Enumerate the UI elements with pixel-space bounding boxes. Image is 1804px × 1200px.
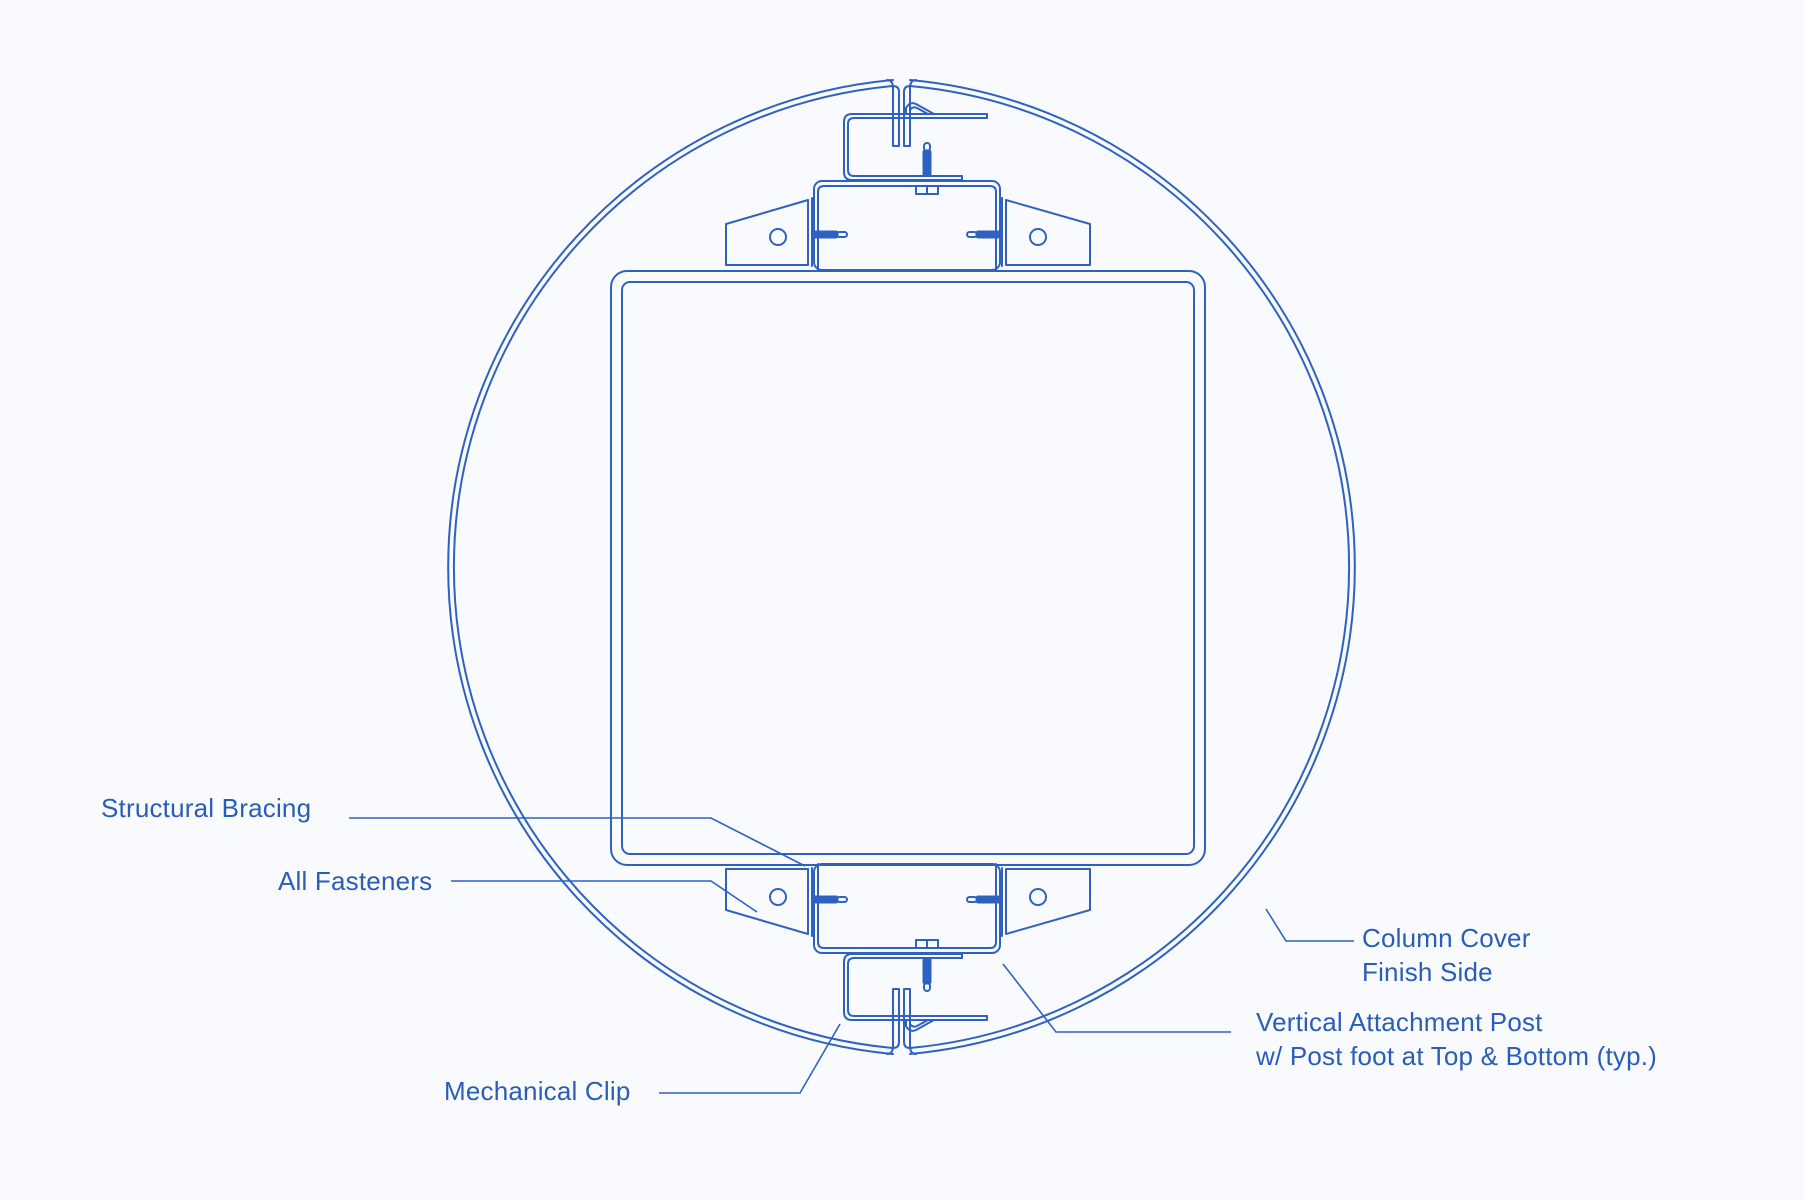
leader-all-fasteners [451, 880, 758, 913]
leader-mechanical-clip [659, 1023, 841, 1094]
leader-vertical-post [1002, 963, 1231, 1033]
leader-column-cover [1265, 908, 1354, 942]
fastener-icon [811, 230, 848, 239]
fastener-icon [966, 895, 1003, 904]
label-mechanical-clip: Mechanical Clip [444, 1076, 631, 1106]
label-column-cover: Column Cover Finish Side [1362, 921, 1531, 989]
leader-structural-bracing [349, 817, 806, 867]
fastener-icon [915, 939, 939, 992]
column-cover-circle [447, 79, 1356, 1055]
label-vertical-post-line2: w/ Post foot at Top & Bottom (typ.) [1256, 1041, 1658, 1071]
square-column [610, 270, 1206, 866]
label-vertical-post-line1: Vertical Attachment Post [1256, 1007, 1543, 1037]
fastener-icon [966, 230, 1003, 239]
label-column-cover-line2: Finish Side [1362, 957, 1493, 987]
top-bracket-assembly [725, 102, 1091, 271]
fastener-icon [811, 895, 848, 904]
label-vertical-post: Vertical Attachment Post w/ Post foot at… [1256, 1005, 1657, 1073]
label-column-cover-line1: Column Cover [1362, 923, 1531, 953]
label-all-fasteners: All Fasteners [278, 866, 433, 896]
label-structural-bracing: Structural Bracing [101, 793, 312, 823]
bottom-bracket-assembly [725, 863, 1091, 1032]
